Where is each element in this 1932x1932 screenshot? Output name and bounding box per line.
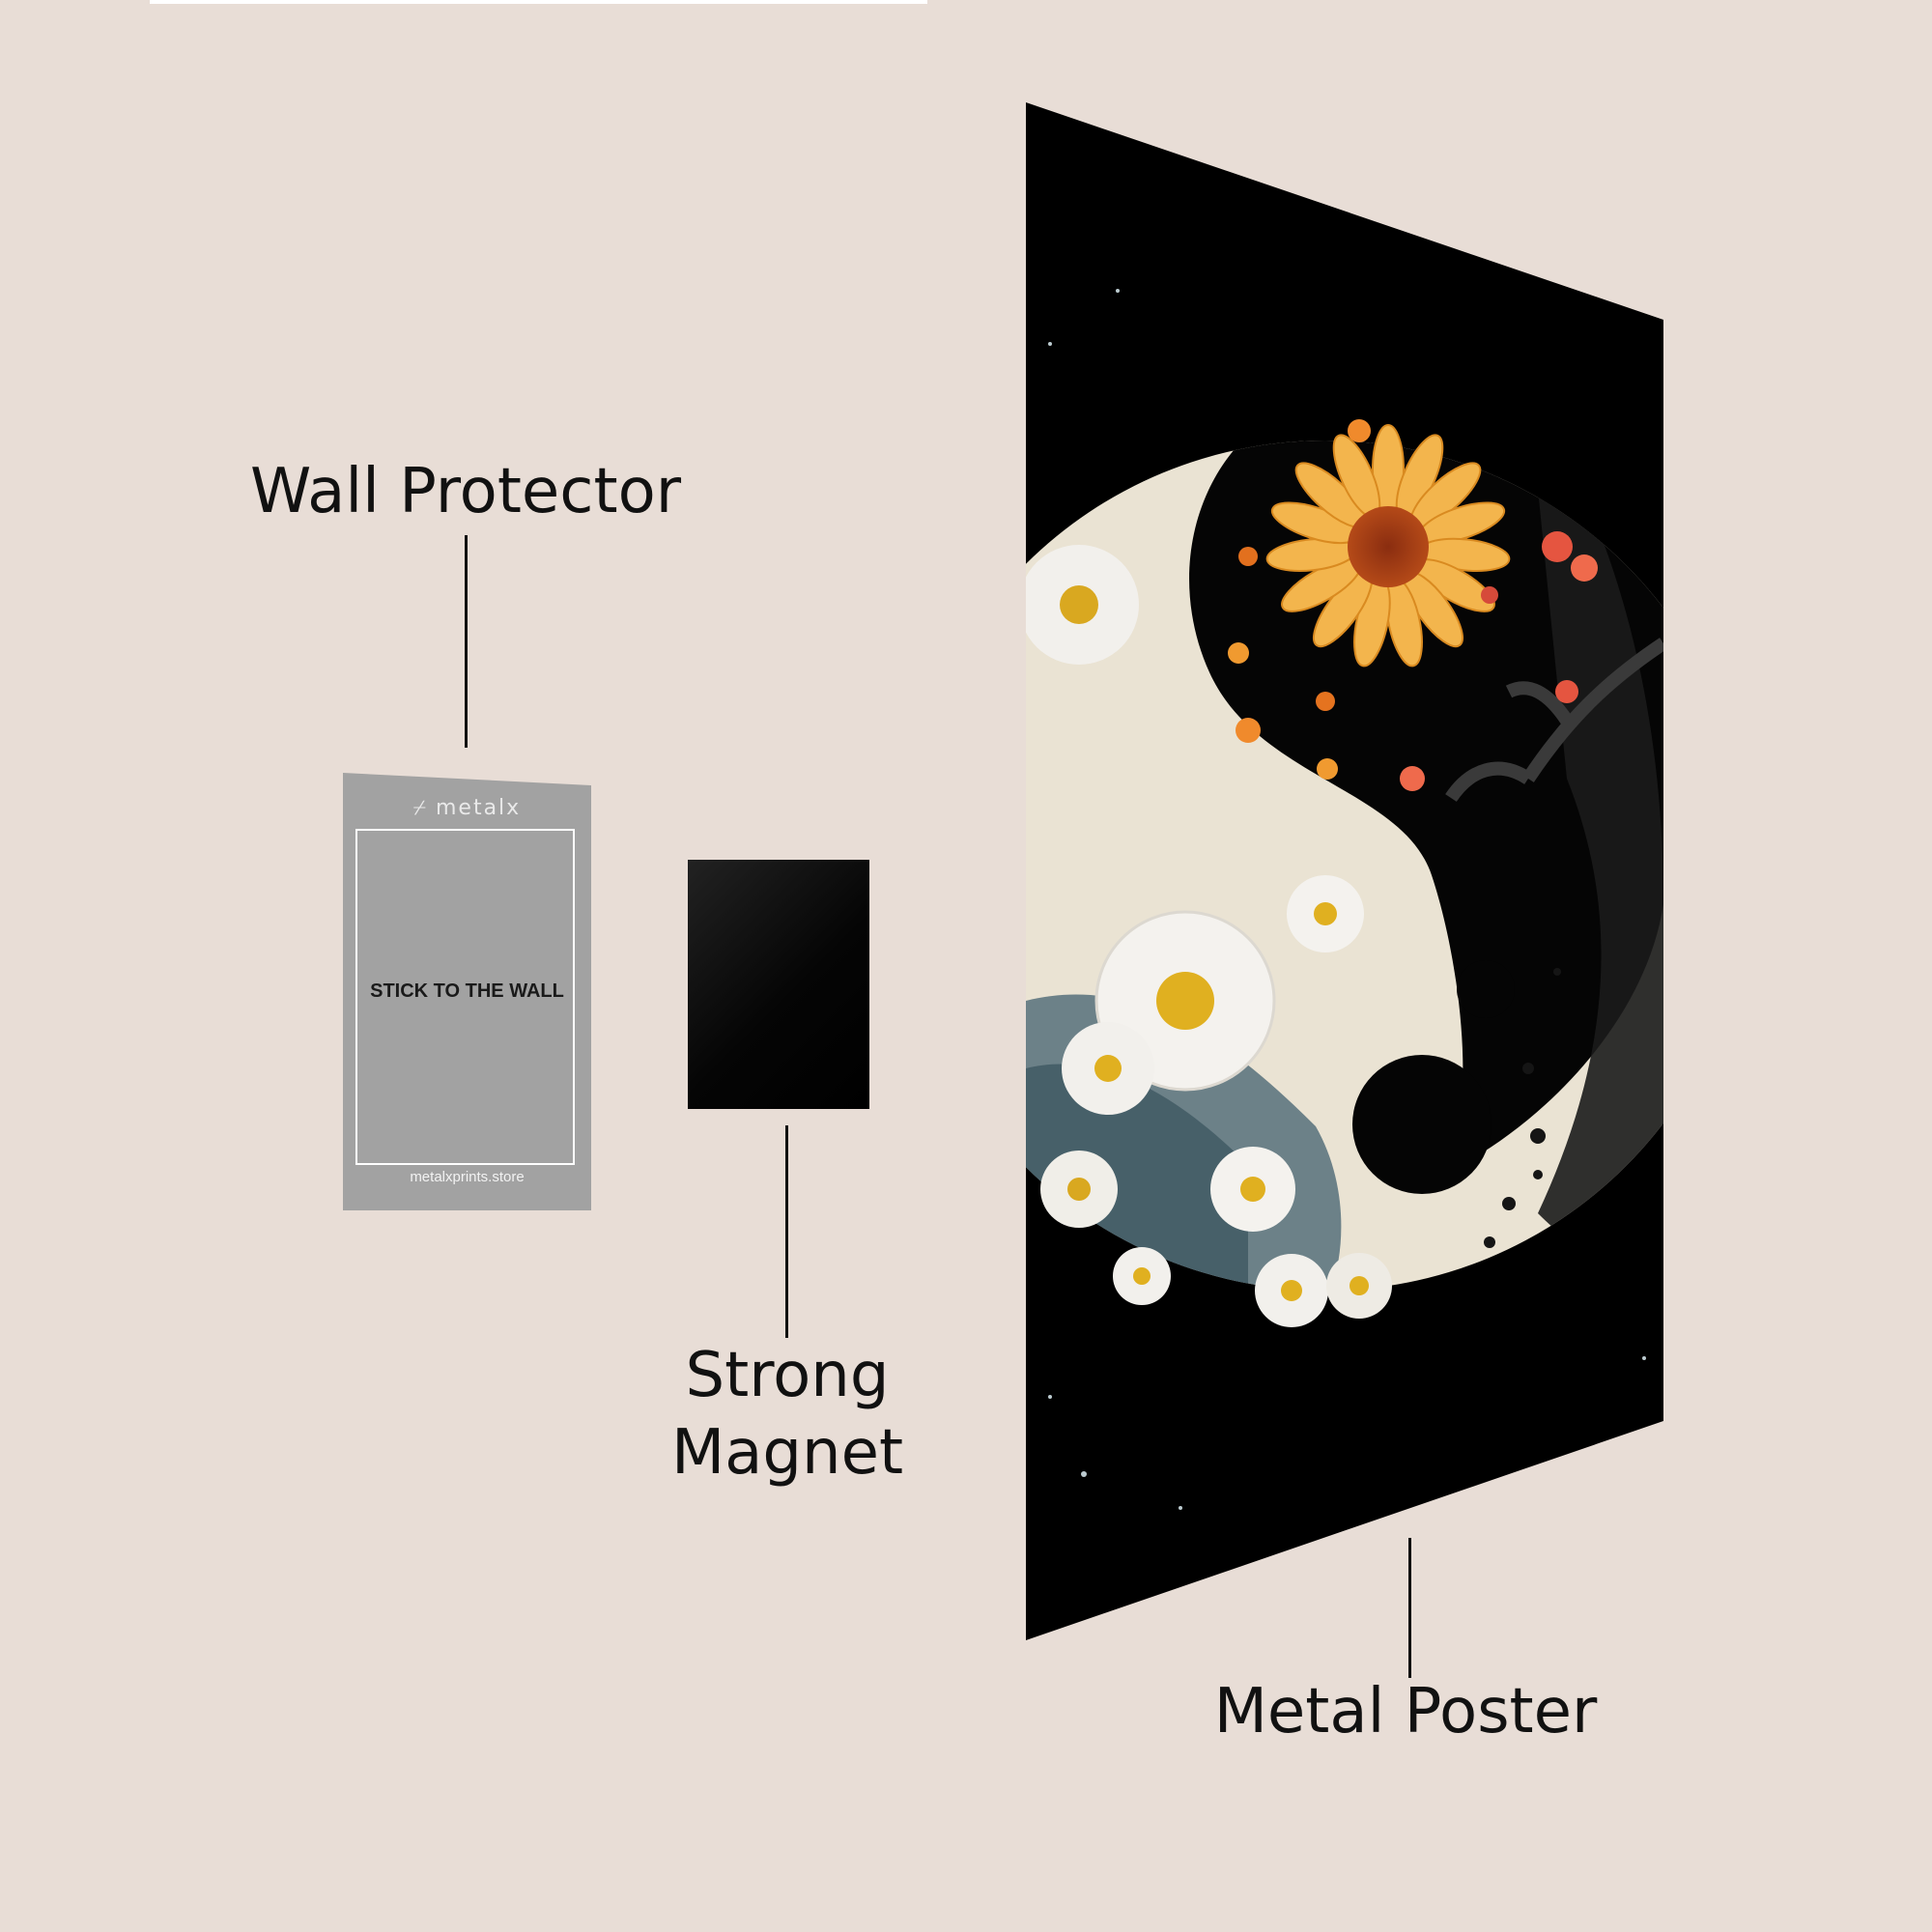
metalx-logo-icon: ⌿ bbox=[412, 796, 428, 820]
wall-protector-label: Wall Protector bbox=[249, 456, 682, 527]
strong-magnet-label-line1: Strong bbox=[685, 1340, 890, 1411]
metalx-logo: ⌿ metalx bbox=[343, 796, 591, 820]
wall-protector-leader-line bbox=[465, 535, 468, 748]
metal-poster-leader-line bbox=[1408, 1538, 1411, 1678]
white-daisies bbox=[1026, 545, 1392, 1327]
stick-to-wall-text: STICK TO THE WALL bbox=[370, 980, 564, 1002]
speckles bbox=[1484, 968, 1561, 1248]
stars bbox=[1048, 289, 1646, 1510]
store-url-text: metalxprints.store bbox=[410, 1169, 525, 1185]
orange-blossoms bbox=[1228, 419, 1598, 791]
strong-magnet-leader-line bbox=[785, 1125, 788, 1338]
sunflower bbox=[1265, 424, 1511, 668]
large-dark-dot bbox=[1352, 1055, 1492, 1194]
metal-poster-label: Metal Poster bbox=[1213, 1676, 1598, 1747]
metal-poster bbox=[1026, 102, 1663, 1640]
wall-protector-frame bbox=[355, 829, 575, 1165]
metalx-logo-text: metalx bbox=[435, 796, 522, 820]
small-dark-dot bbox=[1457, 960, 1515, 1018]
strong-magnet-plate bbox=[688, 860, 869, 1109]
top-edge-strip bbox=[150, 0, 927, 4]
strong-magnet-label-line2: Magnet bbox=[670, 1417, 904, 1489]
wall-protector-card: ⌿ metalx STICK TO THE WALL metalxprints.s… bbox=[343, 773, 591, 1210]
